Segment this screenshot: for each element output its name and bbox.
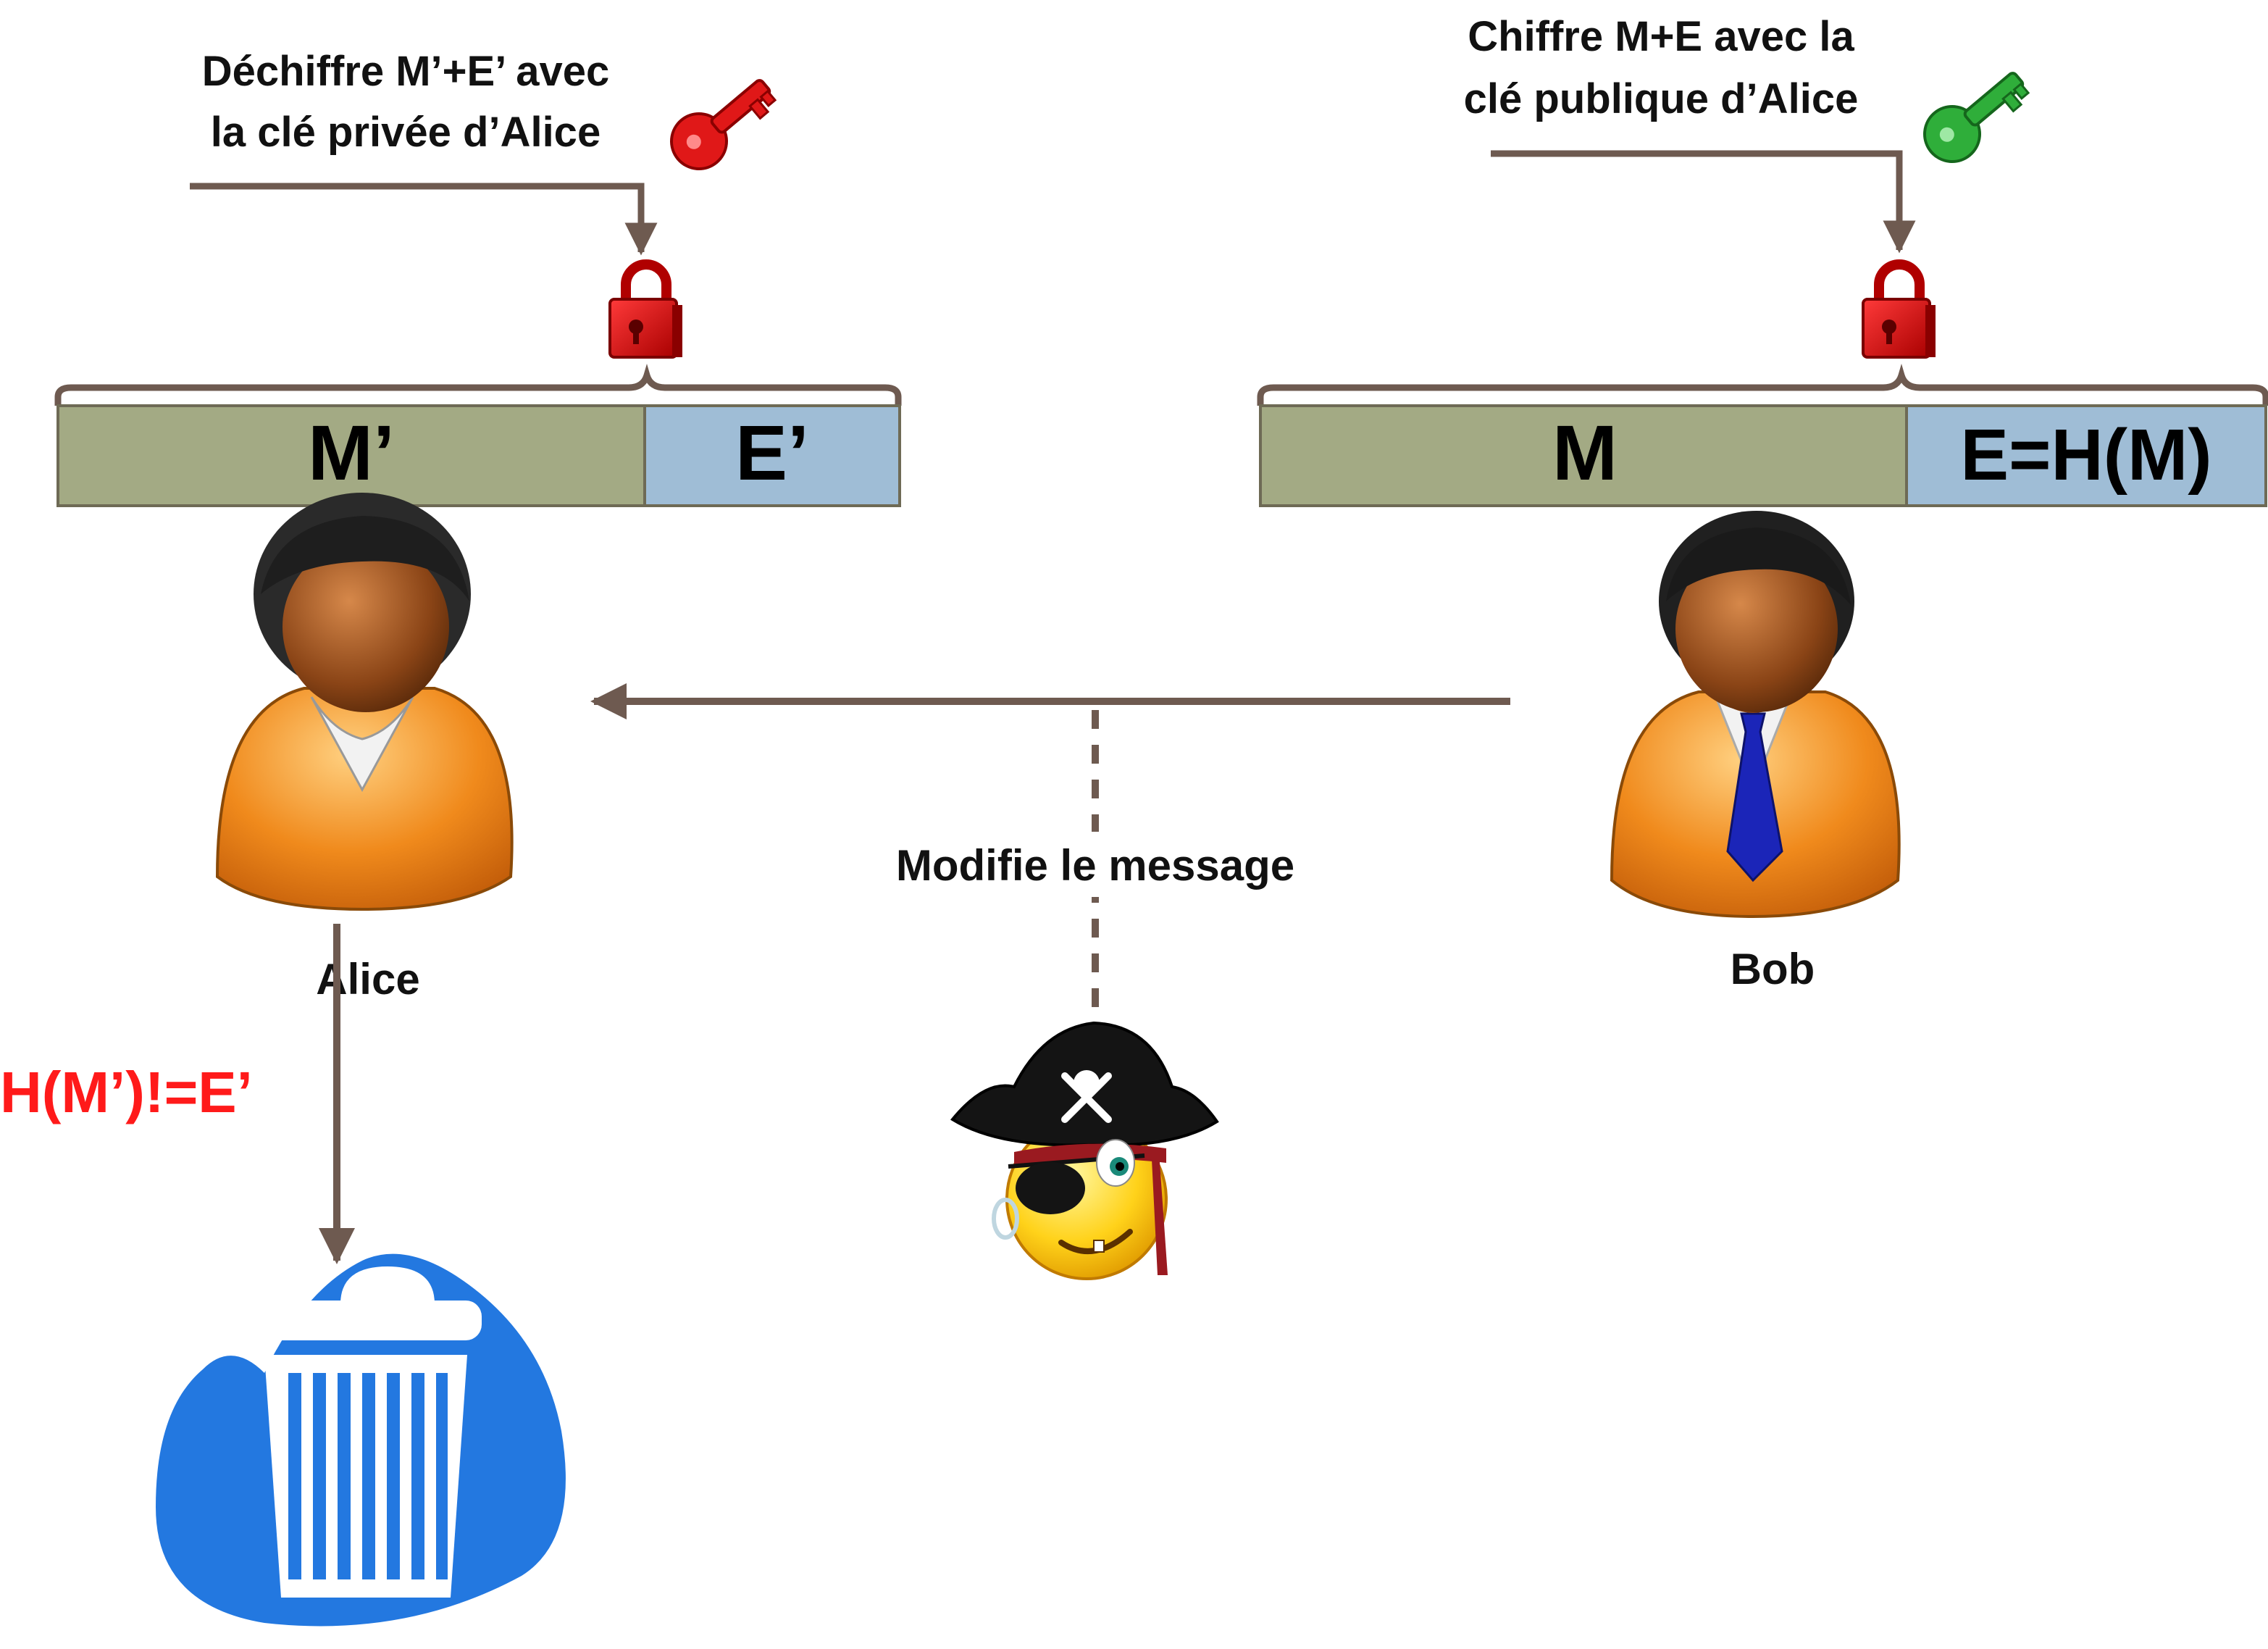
left-packet: M’ E’	[57, 404, 901, 507]
attacker-caption: Modifie le message	[896, 841, 1294, 890]
right-hash-label: E=H(M)	[1960, 414, 2211, 496]
decrypt-arrow	[190, 183, 658, 256]
left-caption: Déchiffre M’+E’ avec la clé privée d’Ali…	[202, 48, 610, 156]
trash-can-icon	[156, 1253, 566, 1627]
left-hash-label: E’	[735, 409, 809, 496]
left-caption-line1: Déchiffre M’+E’ avec	[202, 48, 610, 95]
verification-result: H(M’)!=E’	[0, 1060, 253, 1124]
red-key-icon	[670, 79, 777, 170]
right-message-label: M	[1552, 409, 1618, 496]
bob-name: Bob	[1731, 945, 1815, 993]
right-caption-line2: clé publique d’Alice	[1464, 75, 1859, 122]
attacker-caption-bg	[858, 832, 1326, 897]
right-packet: M E=H(M)	[1259, 404, 2267, 507]
alice-name: Alice	[316, 955, 419, 1003]
padlock-icon	[1862, 259, 1936, 359]
pirate-smiley-icon	[950, 1021, 1219, 1280]
right-hash-block	[1905, 404, 2267, 507]
left-message-label: M’	[308, 409, 395, 496]
alice-avatar	[215, 493, 514, 911]
left-caption-line2: la clé privée d’Alice	[211, 109, 601, 156]
right-caption: Chiffre M+E avec la clé publique d’Alice	[1464, 13, 1859, 122]
padlock-icon	[608, 259, 682, 359]
right-caption-line1: Chiffre M+E avec la	[1468, 13, 1854, 60]
right-brace	[1257, 364, 2268, 406]
left-hash-block	[643, 404, 901, 507]
left-brace	[54, 364, 902, 406]
bob-avatar	[1610, 511, 1901, 919]
encrypt-arrow	[1491, 150, 1916, 254]
green-key-icon	[1923, 72, 2030, 163]
